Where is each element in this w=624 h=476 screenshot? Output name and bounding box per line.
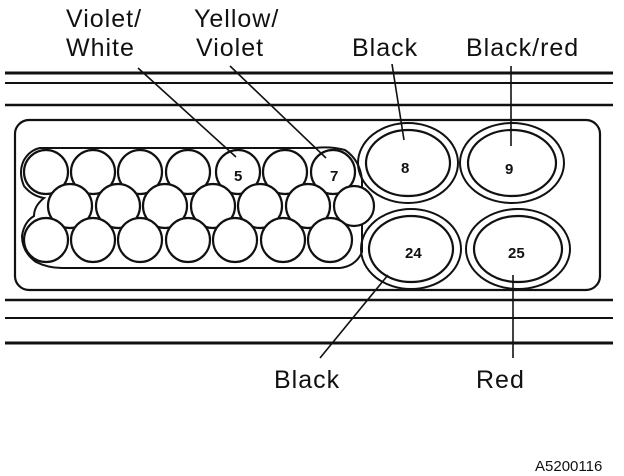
cavity	[164, 216, 212, 264]
pin-number-7: 7	[330, 168, 338, 185]
cavity	[69, 216, 117, 264]
cavity-pin-8	[364, 128, 452, 198]
label-yellow-violet-2: Violet	[196, 34, 264, 62]
cavity	[164, 148, 212, 196]
cavity	[141, 182, 189, 230]
pin-number-24: 24	[405, 245, 422, 262]
cavity	[116, 216, 164, 264]
connector-housing	[13, 118, 602, 292]
cavity-9-outer	[459, 122, 565, 204]
cavity	[22, 148, 70, 196]
label-black-bottom: Black	[274, 366, 340, 394]
label-violet-white-2: White	[66, 34, 135, 62]
cavity-pin-25	[472, 214, 564, 284]
label-yellow-violet-1: Yellow/	[194, 5, 279, 33]
cavity	[46, 182, 94, 230]
cavity	[332, 184, 376, 228]
cavity	[94, 182, 142, 230]
cavity-pin-9	[466, 128, 558, 198]
pin-number-5: 5	[234, 168, 242, 185]
label-red: Red	[476, 366, 525, 394]
label-black-top: Black	[352, 34, 418, 62]
cavity	[236, 182, 284, 230]
leader-yellow-violet	[229, 65, 327, 159]
cavity-row-3	[22, 216, 354, 264]
pin-number-25: 25	[508, 245, 525, 262]
cavity	[116, 148, 164, 196]
cavity	[259, 216, 307, 264]
cavity	[261, 148, 309, 196]
pin-number-9: 9	[505, 161, 513, 178]
cavity	[22, 216, 70, 264]
cavity-24-outer	[360, 208, 462, 290]
leader-violet-white	[137, 67, 237, 158]
cavity	[306, 216, 354, 264]
label-violet-white-1: Violet/	[66, 5, 142, 33]
figure-reference: A5200116	[535, 458, 602, 475]
cavity-pin-7	[309, 148, 357, 196]
cavity-pin-24	[367, 214, 455, 284]
leader-lines	[137, 63, 514, 359]
cavity-row-2	[46, 182, 376, 230]
cavity-8-outer	[357, 122, 459, 204]
label-black-red: Black/red	[466, 34, 579, 62]
cavity-pin-5	[214, 148, 262, 196]
cavity	[284, 182, 332, 230]
leader-black-top	[391, 63, 405, 141]
cavity	[69, 148, 117, 196]
cavity-row-1	[22, 148, 357, 196]
large-cavities	[357, 122, 571, 290]
pin-number-8: 8	[401, 160, 409, 177]
leader-black-bottom	[319, 274, 389, 359]
cavity-25-outer	[465, 208, 571, 290]
cavity	[211, 216, 259, 264]
cavity	[189, 182, 237, 230]
